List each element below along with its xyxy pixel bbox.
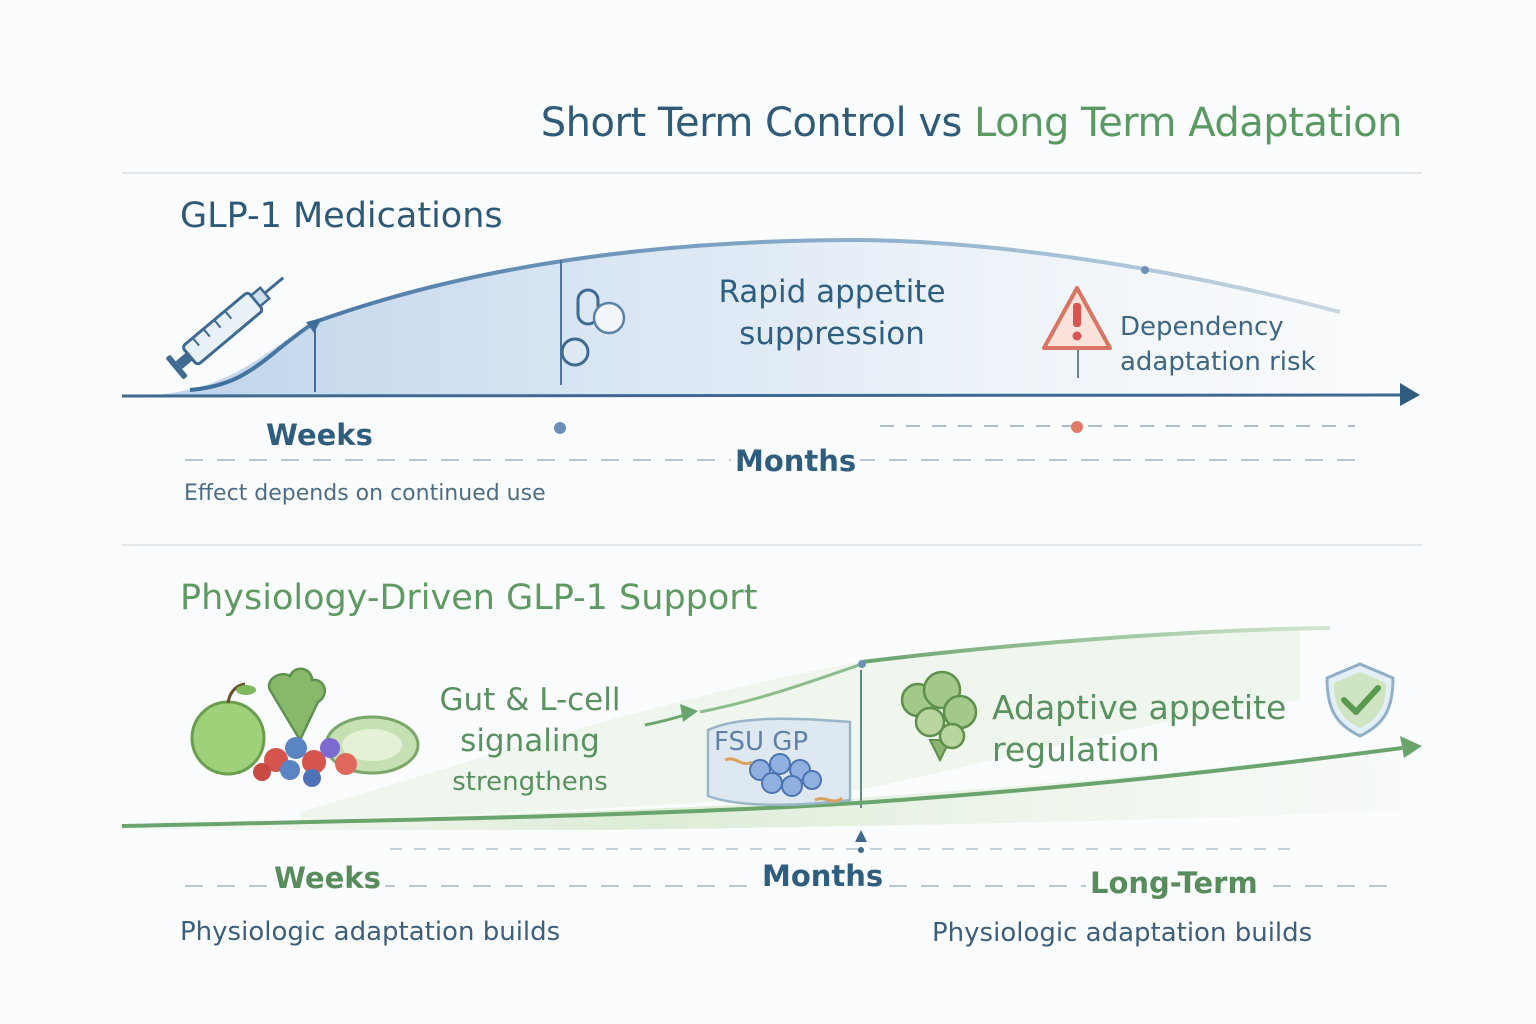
physiology-time-axis (121, 746, 1403, 828)
gut-signaling-label: Gut & L-cell signaling strengthens (430, 680, 630, 803)
adaptive-regulation-line-1: Adaptive appetite (992, 688, 1287, 727)
pill-icon (560, 288, 626, 367)
medications-effect-curve (189, 237, 1341, 392)
medications-months-label: Months (731, 444, 861, 478)
physiology-rise-curve (699, 662, 863, 714)
physiology-axis-arrow (1400, 736, 1422, 758)
adaptive-regulation-line-2: regulation (992, 730, 1160, 769)
medications-heading: GLP-1 Medications (180, 196, 503, 236)
shield-check-icon (1325, 662, 1395, 738)
warning-icon (1042, 286, 1112, 350)
adaptive-regulation-label: Adaptive appetite regulation (992, 687, 1286, 771)
physiology-arc-dot (858, 660, 866, 668)
medications-note: Effect depends on continued use (184, 481, 546, 506)
physiology-note-right: Physiologic adaptation builds (932, 918, 1313, 948)
months-dot (554, 422, 566, 434)
diagram-title: Short Term Control vs Long Term Adaptati… (540, 100, 1403, 146)
physiology-months-label: Months (758, 859, 888, 893)
title-long-term: Long Term Adaptation (974, 100, 1402, 146)
dependency-risk-label: Dependency adaptation risk (1120, 310, 1316, 380)
gut-signal-arrow-head (680, 704, 698, 722)
physiology-note-left: Physiologic adaptation builds (180, 917, 561, 947)
medications-time-axis (121, 393, 1401, 398)
produce-icon (190, 667, 420, 787)
blurred-gut-text: FSU GP (714, 727, 808, 757)
curve-peak-dot (1141, 266, 1149, 274)
physiology-support-area (122, 748, 1400, 830)
gut-signaling-line-1: Gut & L-cell (439, 682, 621, 718)
medications-weeks-label: Weeks (266, 418, 373, 452)
rapid-suppression-line-1: Rapid appetite (718, 274, 946, 310)
rapid-suppression-line-2: suppression (739, 316, 925, 352)
physiology-upper-arc (861, 626, 1331, 664)
title-short-term: Short Term Control vs (540, 100, 963, 146)
physiology-longterm-label: Long-Term (1086, 866, 1262, 900)
gut-cell-icon (706, 717, 852, 807)
broccoli-icon (900, 670, 978, 763)
medications-effect-area (122, 240, 1340, 397)
rapid-suppression-label: Rapid appetite suppression (692, 271, 972, 355)
physiology-months-dot (858, 847, 864, 853)
dependency-risk-line-1: Dependency (1120, 312, 1284, 342)
gut-signaling-line-3: strengthens (452, 767, 608, 797)
physiology-weeks-label: Weeks (270, 861, 385, 895)
risk-dot (1071, 421, 1083, 433)
curve-arrow-head (306, 318, 322, 333)
syringe-icon (166, 276, 285, 379)
divider-middle (122, 544, 1422, 546)
divider-top (122, 172, 1422, 174)
physiology-heading: Physiology-Driven GLP-1 Support (180, 578, 758, 618)
dependency-risk-line-2: adaptation risk (1120, 347, 1316, 377)
medications-axis-arrow (1400, 383, 1420, 406)
physiology-months-pointer (855, 830, 867, 842)
gut-signaling-line-2: signaling (460, 723, 600, 759)
